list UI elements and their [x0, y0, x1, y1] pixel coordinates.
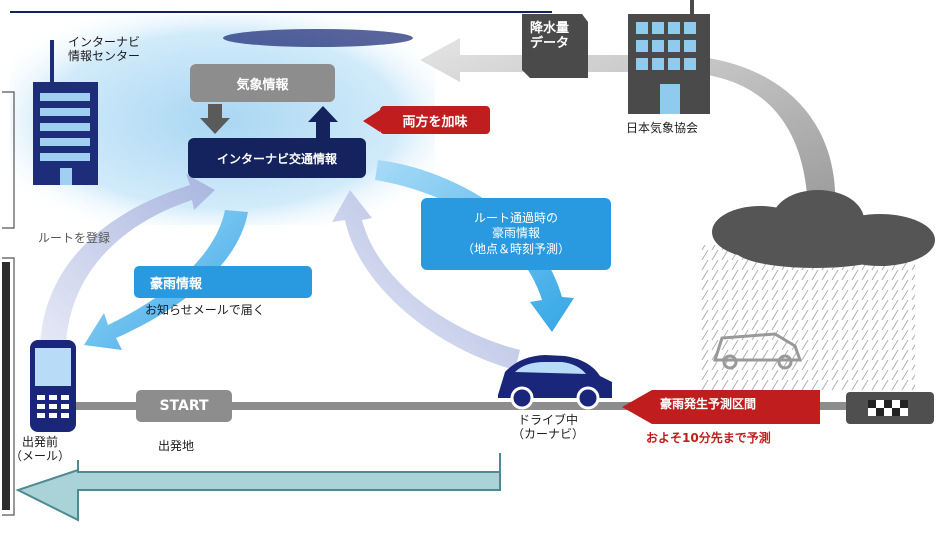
both-consider-box: 両方を加味	[380, 106, 490, 134]
mail-arrow	[84, 210, 248, 350]
before-departure-label: 出発前 （メール）	[10, 435, 71, 463]
center-ellipse	[223, 29, 413, 47]
route-register-arrow	[40, 174, 215, 345]
ghost-car-icon	[712, 332, 803, 370]
down-arrow	[200, 104, 230, 134]
forecast-note-label: およそ10分先まで予測	[646, 431, 771, 445]
car-to-center-arrow	[332, 190, 520, 370]
teal-arrow	[15, 453, 501, 522]
left-dark-strip	[2, 262, 10, 510]
gray-arc-arrow	[420, 38, 836, 210]
both-consider-label: 両方を加味	[402, 114, 468, 130]
forecast-zone-shape	[622, 390, 820, 424]
heavy-rain-info-box: 豪雨情報	[134, 266, 312, 298]
route-register-label: ルートを登録	[38, 231, 111, 245]
route-rain-info-label: ルート通過時の 豪雨情報 （地点＆時刻予測）	[461, 210, 570, 256]
jwa-label: 日本気象協会	[626, 121, 699, 135]
finish-flag-icon	[846, 392, 934, 424]
cloud-icon	[712, 190, 935, 268]
traffic-info-box: インターナビ交通情報	[188, 138, 366, 178]
heavy-rain-info-label: 豪雨情報	[150, 276, 203, 292]
traffic-info-label: インターナビ交通情報	[216, 151, 337, 166]
departure-label: 出発地	[158, 439, 195, 453]
route-rain-info-box: ルート通過時の 豪雨情報 （地点＆時刻予測）	[421, 198, 611, 270]
road	[62, 402, 872, 410]
forecast-zone-label: 豪雨発生予測区間	[660, 397, 757, 411]
driving-label: ドライブ中 （カーナビ）	[512, 413, 585, 441]
center-label: インターナビ 情報センター	[68, 35, 141, 63]
up-arrow	[308, 106, 338, 138]
rainfall-data-icon	[522, 14, 588, 78]
weather-info-box: 気象情報	[190, 64, 335, 102]
weather-info-label: 気象情報	[236, 77, 289, 93]
rainfall-data-label: 降水量 データ	[530, 21, 570, 51]
left-bracket-bottom	[2, 257, 15, 516]
both-consider-arrowhead	[363, 110, 380, 132]
jwa-building-icon	[628, 0, 710, 114]
phone-icon	[30, 340, 76, 432]
start-label: START	[159, 398, 209, 414]
mail-notice-label: お知らせメールで届く	[145, 303, 265, 317]
center-building-icon	[33, 40, 98, 185]
left-bracket-top	[2, 91, 15, 229]
start-box: START	[136, 390, 232, 422]
car-icon	[498, 355, 612, 410]
